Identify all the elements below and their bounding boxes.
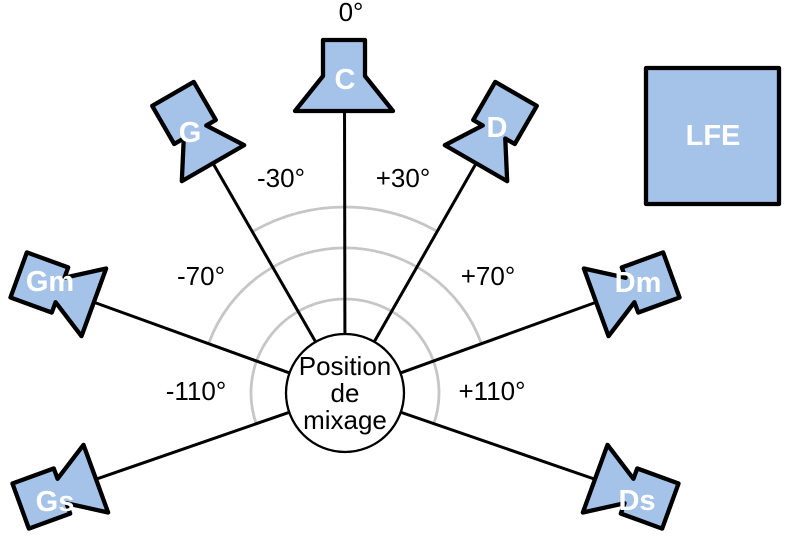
speaker-d-icon <box>442 79 539 184</box>
speaker-d-label: D <box>487 112 508 144</box>
speaker-labels: C G D Gm Dm Gs Ds <box>26 64 662 518</box>
angle-label-plus110: +110° <box>458 376 525 406</box>
mixing-position-label: Position de mixage <box>299 351 392 435</box>
speaker-c-label: C <box>335 64 356 96</box>
speaker-gs-label: Gs <box>36 486 75 518</box>
mixing-position-circle <box>284 332 406 454</box>
speaker-g-icon <box>150 79 247 184</box>
angle-labels: 0° -30° +30° -70° +70° -110° +110° <box>166 0 526 406</box>
mixing-position-line3: mixage <box>303 405 387 435</box>
speaker-gm-icon <box>8 250 109 339</box>
lfe-icon <box>643 65 782 207</box>
mixing-position-line2: de <box>331 378 360 408</box>
lfe-label: LFE <box>686 120 741 152</box>
speaker-ds-label: Ds <box>618 485 655 517</box>
speakers <box>8 37 682 531</box>
speaker-gs-icon <box>10 442 111 531</box>
speaker-ds-icon <box>580 442 681 531</box>
angle-label-minus30: -30° <box>257 163 305 193</box>
speaker-dm-label: Dm <box>615 267 662 299</box>
lfe-box: LFE <box>643 65 782 207</box>
mixing-position-line1: Position <box>299 351 392 381</box>
angle-label-minus70: -70° <box>177 261 225 291</box>
speaker-c-icon <box>292 37 396 114</box>
speaker-gm-label: Gm <box>26 266 74 298</box>
angle-label-minus110: -110° <box>166 376 227 406</box>
angle-label-0: 0° <box>339 0 364 27</box>
angle-label-plus70: +70° <box>461 261 516 291</box>
angle-label-plus30: +30° <box>376 163 431 193</box>
speaker-dm-icon <box>581 250 682 339</box>
speaker-g-label: G <box>179 117 202 149</box>
